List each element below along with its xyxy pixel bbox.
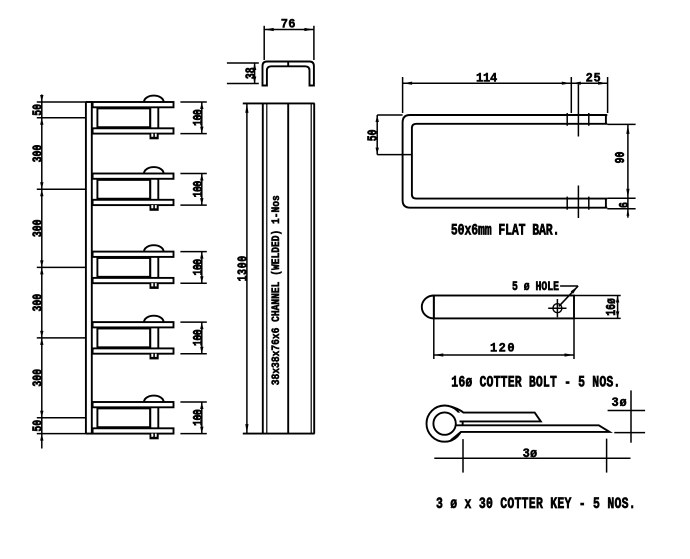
svg-text:300: 300 [30, 220, 46, 238]
svg-text:76: 76 [281, 17, 296, 31]
svg-text:114: 114 [476, 71, 498, 85]
svg-text:16ø: 16ø [603, 298, 619, 316]
svg-text:100: 100 [191, 259, 207, 275]
svg-text:25: 25 [586, 71, 602, 85]
svg-text:300: 300 [30, 369, 46, 387]
svg-text:50x6mm FLAT BAR.: 50x6mm FLAT BAR. [451, 223, 559, 240]
svg-text:6: 6 [616, 202, 632, 208]
svg-text:100: 100 [191, 109, 207, 125]
svg-text:120: 120 [490, 341, 516, 355]
svg-text:90: 90 [613, 152, 629, 164]
svg-text:3ø: 3ø [611, 396, 627, 410]
svg-text:50: 50 [365, 130, 381, 142]
svg-text:3ø: 3ø [523, 447, 538, 461]
svg-text:50: 50 [30, 420, 46, 432]
svg-text:300: 300 [30, 294, 46, 312]
svg-text:100: 100 [191, 409, 207, 425]
svg-text:3 ø x 30 COTTER KEY - 5 NOS.: 3 ø x 30 COTTER KEY - 5 NOS. [436, 497, 636, 514]
svg-text:38x38x76x6 CHANNEL (WELDED) 1-: 38x38x76x6 CHANNEL (WELDED) 1-Nos [270, 195, 283, 385]
svg-text:100: 100 [191, 330, 207, 346]
svg-text:38: 38 [243, 67, 259, 79]
svg-text:5 ø HOLE: 5 ø HOLE [512, 281, 559, 294]
svg-text:50: 50 [30, 104, 46, 116]
svg-text:1300: 1300 [235, 255, 251, 281]
svg-text:300: 300 [30, 145, 46, 163]
svg-text:100: 100 [191, 181, 207, 197]
svg-text:16ø COTTER BOLT - 5 NOS.: 16ø COTTER BOLT - 5 NOS. [451, 375, 620, 392]
